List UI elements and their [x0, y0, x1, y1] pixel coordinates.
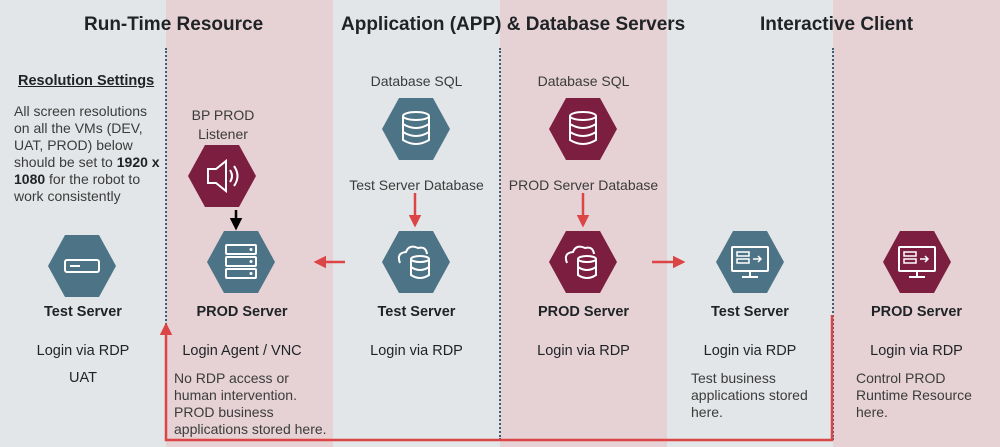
client-to-runtime-loop-arrow: [159, 315, 834, 442]
client-prod-column: [833, 0, 1000, 447]
cloud-database-icon: [382, 231, 450, 293]
resolution-text: All screen resolutions on all the VMs (D…: [14, 103, 160, 205]
listener-label-2: Listener: [198, 126, 248, 142]
server-name-6: PROD Server: [870, 304, 963, 320]
client-test-column: [667, 0, 833, 447]
resolution-text-1: All screen resolutions on all the VMs (D…: [14, 103, 148, 170]
database-icon: [382, 98, 450, 160]
header-app-db: Application (APP) & Database Servers: [341, 14, 686, 35]
resolution-title: Resolution Settings: [18, 73, 155, 89]
note-prod-client: Control PROD Runtime Resource here.: [856, 370, 972, 420]
server-name-3: Test Server: [377, 304, 456, 320]
login-4: Login via RDP: [537, 343, 630, 359]
monitor-server-icon: [883, 231, 951, 293]
login-2: Login Agent / VNC: [182, 343, 302, 359]
server-name-2: PROD Server: [196, 304, 288, 320]
separator-client: [832, 48, 834, 440]
cloud-database-icon: [549, 231, 617, 293]
login-6: Login via RDP: [870, 343, 963, 359]
runtime-test-column: [0, 0, 166, 447]
listener-label-1: BP PROD: [191, 107, 255, 123]
resolution-bold: 1920 x 1080: [14, 154, 160, 187]
resolution-text-2: for the robot to work consistently: [14, 171, 141, 204]
db-test-bottom-label: Test Server Database: [349, 177, 484, 193]
note-prod-runtime: No RDP access or human intervention. PRO…: [174, 370, 327, 437]
note-test-client: Test business applications stored here.: [691, 370, 808, 420]
note-uat: UAT: [69, 370, 97, 386]
database-icon: [549, 98, 617, 160]
login-1: Login via RDP: [36, 343, 130, 359]
server-name-1: Test Server: [44, 304, 122, 320]
db-prod-top-label: Database SQL: [537, 73, 630, 89]
header-client: Interactive Client: [760, 14, 914, 35]
monitor-server-icon: [716, 231, 784, 293]
server-stack-icon: [207, 231, 275, 293]
db-prod-bottom-label: PROD Server Database: [508, 177, 659, 193]
server-name-4: PROD Server: [537, 304, 630, 320]
db-test-top-label: Database SQL: [370, 73, 463, 89]
server-icon: [48, 235, 116, 297]
separator-app: [499, 48, 501, 440]
header-runtime: Run-Time Resource: [84, 14, 264, 35]
runtime-prod-column: [166, 0, 333, 447]
login-5: Login via RDP: [703, 343, 797, 359]
separator-runtime: [165, 48, 167, 440]
server-name-5: Test Server: [711, 304, 789, 320]
speaker-icon: [188, 145, 256, 207]
login-3: Login via RDP: [370, 343, 463, 359]
